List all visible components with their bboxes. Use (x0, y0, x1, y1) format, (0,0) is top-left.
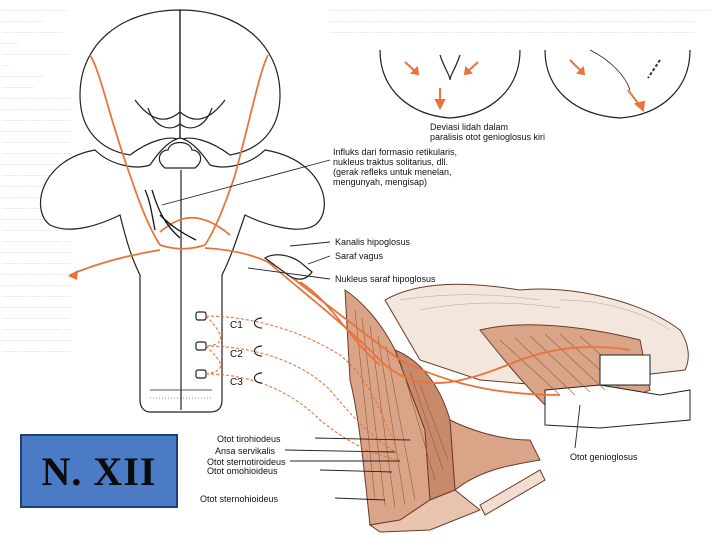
label-hypoglossal-canal: Kanalis hipoglosus (335, 237, 410, 247)
label-genioglossus: Otot genioglosus (570, 452, 638, 462)
brain-drawing (80, 10, 280, 155)
label-omohyoid: Otot omohioideus (207, 466, 278, 476)
label-c3: C3 (230, 377, 243, 388)
label-hypoglossal-nucleus: Nukleus saraf hipoglosus (335, 274, 436, 284)
cervical-hooks (255, 318, 263, 383)
label-sternohyoid: Otot sternohioideus (200, 494, 278, 504)
brainstem-drawing (40, 138, 324, 412)
label-reticular-influx: Influks dari formasio retikularis, nukle… (333, 147, 457, 187)
label-ansa-cervicalis: Ansa servikalis (215, 446, 275, 456)
title-badge: N. XII (20, 434, 178, 508)
nerve-arrowheads (68, 270, 78, 280)
title-badge-text: N. XII (42, 448, 157, 495)
label-thyrohyoid: Otot tirohiodeus (217, 434, 281, 444)
label-vagus-nerve: Saraf vagus (335, 251, 383, 261)
label-tongue-deviation: Deviasi lidah dalam paralisis otot genio… (430, 122, 545, 142)
label-c2: C2 (230, 349, 243, 360)
label-c1: C1 (230, 320, 243, 331)
